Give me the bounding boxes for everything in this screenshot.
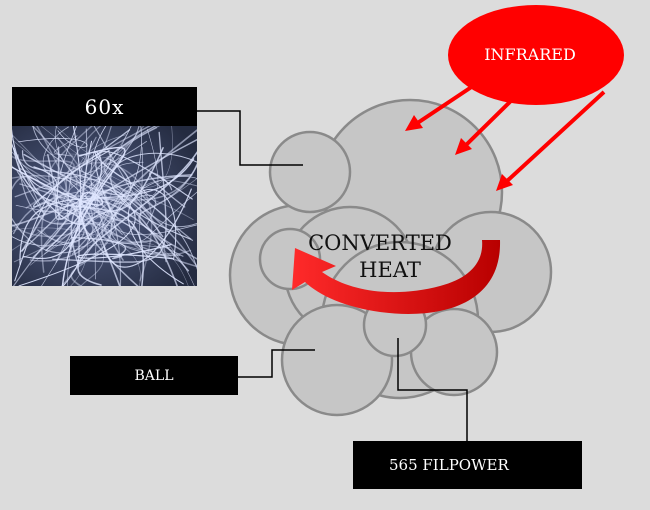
fiber-strand — [70, 187, 113, 286]
fiber-strand — [32, 129, 131, 208]
infrared-source — [448, 5, 624, 105]
fiber-strand — [45, 151, 136, 252]
fiber-strand — [65, 126, 125, 239]
fiber-strand — [93, 126, 197, 228]
fiber-strand — [23, 153, 132, 196]
filpower-label-box: 565 FILPOWER — [353, 441, 582, 489]
fiber-strand — [22, 136, 118, 221]
fiber-strand — [12, 126, 132, 194]
microscope-fiber-image — [12, 126, 197, 286]
filpower-connector — [397, 338, 468, 441]
fiber-strand — [41, 161, 144, 286]
fiber-strand — [55, 126, 132, 159]
fiber-strand — [104, 219, 195, 286]
fiber-strand — [29, 126, 94, 262]
fiber-strand — [36, 126, 67, 273]
fiber-strand — [113, 176, 197, 235]
infrared-arrow-head-3 — [496, 174, 513, 191]
fiber-strand — [77, 150, 197, 286]
fiber-strand — [32, 202, 139, 286]
connector-lines — [197, 110, 468, 441]
fiber-strand — [21, 193, 121, 286]
fiber-strand — [70, 199, 190, 272]
infrared-label: INFRARED — [484, 45, 576, 64]
fiber-strand — [30, 233, 95, 266]
fiber-strand — [19, 126, 157, 253]
fiber-strand — [12, 227, 141, 286]
fiber-strand — [61, 146, 126, 286]
converted-heat-line1: CONVERTED — [308, 231, 452, 255]
fiber-strand — [12, 147, 144, 286]
fiber-strand — [18, 167, 86, 244]
fiber-strand — [103, 126, 167, 263]
converted-heat-arrow-icon — [292, 240, 501, 314]
fiber-strand — [12, 176, 197, 267]
fiber-strand — [95, 151, 193, 217]
ball-label: BALL — [134, 367, 174, 384]
filpower-label: 565 FILPOWER — [389, 456, 509, 474]
fiber-strand — [44, 153, 145, 215]
fiber-strand — [71, 236, 127, 260]
fiber-strand — [127, 189, 184, 285]
converted-heat-line2: HEAT — [359, 258, 421, 282]
fiber-strand — [54, 138, 197, 221]
magnification-connector — [197, 110, 303, 166]
infrared-arrow-head-1 — [405, 115, 423, 131]
infrared-arrow-head-2 — [455, 138, 472, 155]
fiber-strand — [101, 129, 197, 244]
fiber-strand — [16, 171, 45, 215]
fiber-strand — [68, 147, 164, 248]
fiber-strand — [13, 179, 197, 263]
fiber-strand — [69, 162, 153, 282]
fiber-strand — [12, 163, 197, 235]
infrared-arrow-line-3 — [504, 90, 606, 184]
fiber-strand — [12, 155, 75, 209]
fiber-strand — [14, 150, 110, 282]
fiber-strand — [17, 154, 103, 225]
ball-label-box: BALL — [70, 356, 238, 395]
magnification-label: 60x — [84, 94, 125, 119]
fiber-strand — [77, 243, 174, 260]
fiber-strand — [133, 129, 159, 205]
magnification-label-box: 60x — [12, 87, 197, 126]
cluster-ball-top-small — [268, 130, 352, 214]
fiber-strand — [32, 126, 197, 271]
infrared-arrows — [405, 82, 606, 191]
infrared-arrow-line-2 — [463, 90, 522, 148]
infrared-arrow-line-1 — [414, 82, 478, 126]
fiber-strand — [52, 131, 167, 263]
fiber-strand — [85, 126, 161, 217]
ball-connector — [238, 349, 315, 378]
fiber-strand — [22, 126, 82, 259]
